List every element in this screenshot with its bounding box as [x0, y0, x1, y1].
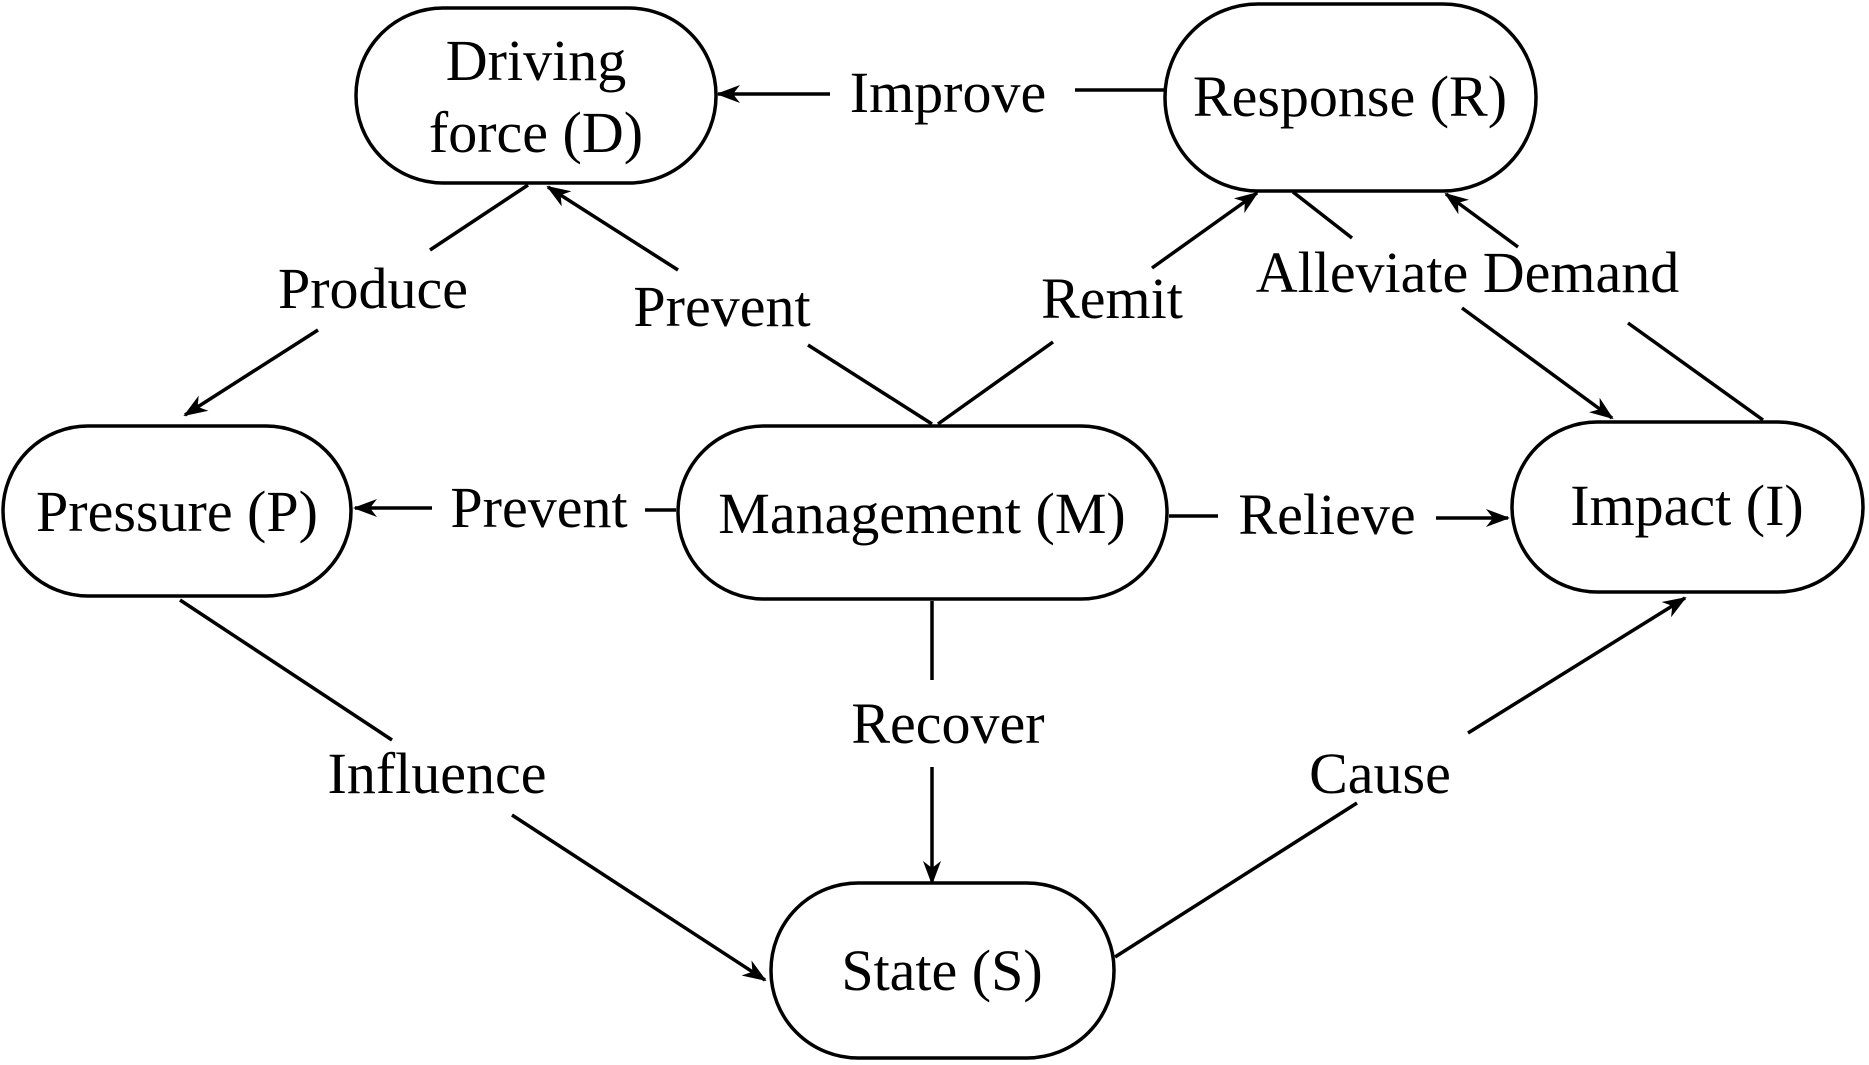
edge-demand [1444, 192, 1765, 422]
edge-label-prevent-driving: Prevent [633, 274, 810, 339]
edge-improve [716, 85, 1165, 103]
node-driving-force: Driving force (D) [354, 6, 718, 185]
edge-label-produce: Produce [278, 256, 468, 321]
node-pressure: Pressure (P) [1, 424, 353, 598]
edge-label-prevent-pressure: Prevent [450, 475, 627, 540]
edge-prevent-pressure [353, 499, 676, 517]
node-driving-force-line2: force (D) [429, 100, 643, 165]
edge-influence [179, 598, 767, 982]
node-management-label: Management (M) [718, 481, 1125, 546]
node-driving-force-line1: Driving [446, 28, 626, 93]
edge-label-demand: Demand [1483, 240, 1680, 305]
edge-label-recover: Recover [851, 691, 1044, 756]
node-impact: Impact (I) [1510, 420, 1865, 594]
edge-label-alleviate: Alleviate [1256, 240, 1469, 305]
node-state: State (S) [769, 881, 1116, 1060]
edge-label-improve: Improve [850, 60, 1047, 125]
edge-alleviate [1291, 190, 1614, 420]
node-impact-label: Impact (I) [1570, 473, 1803, 538]
edge-produce [183, 183, 529, 417]
edge-prevent-driving [546, 185, 933, 426]
edge-remit [936, 191, 1259, 426]
node-response-label: Response (R) [1193, 64, 1507, 129]
edge-label-remit: Remit [1041, 266, 1183, 331]
edge-label-influence: Influence [328, 741, 547, 806]
node-response: Response (R) [1163, 2, 1538, 193]
edge-label-relieve: Relieve [1238, 482, 1415, 547]
edge-label-cause: Cause [1309, 741, 1451, 806]
node-management: Management (M) [676, 424, 1169, 601]
node-state-label: State (S) [841, 938, 1042, 1003]
edge-relieve [1169, 509, 1510, 527]
edge-cause [1114, 596, 1687, 959]
node-pressure-label: Pressure (P) [36, 479, 318, 544]
